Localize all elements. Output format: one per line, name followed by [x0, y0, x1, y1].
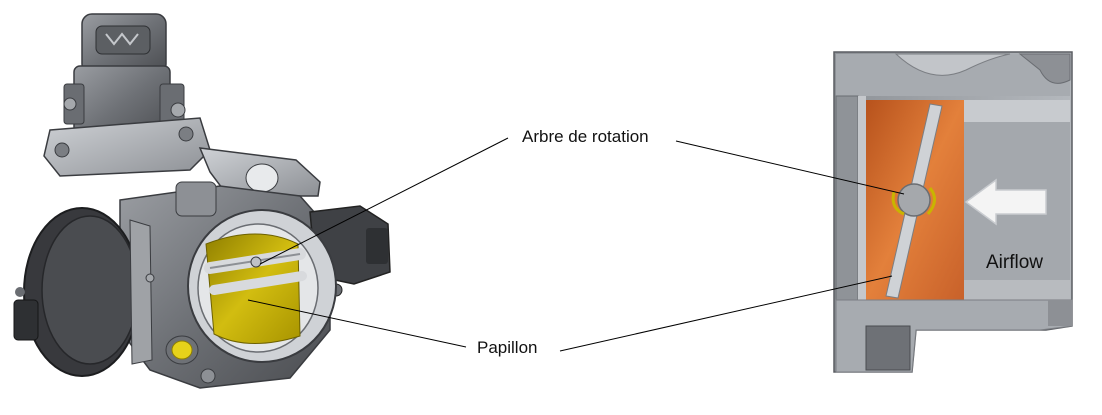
label-rotation-shaft: Arbre de rotation [522, 127, 649, 146]
leader-papillon-left [247, 299, 467, 348]
side-bracket [198, 147, 321, 197]
mounting-flange [43, 117, 211, 177]
label-throttle-plate: Papillon [477, 338, 538, 357]
airflow-arrow [964, 178, 1047, 226]
label-airflow: Airflow [986, 252, 1044, 273]
leader-lines [247, 137, 905, 352]
throttle-body-cross-section [833, 51, 1073, 373]
leader-arbre-left [259, 137, 509, 265]
electrical-connector [81, 13, 167, 75]
throttle-body-render [13, 13, 391, 389]
leader-papillon-right [559, 275, 893, 352]
leader-arbre-right [675, 140, 905, 195]
throttle-bore [187, 209, 337, 363]
motor-cover [13, 207, 153, 377]
yellow-port [165, 335, 199, 365]
